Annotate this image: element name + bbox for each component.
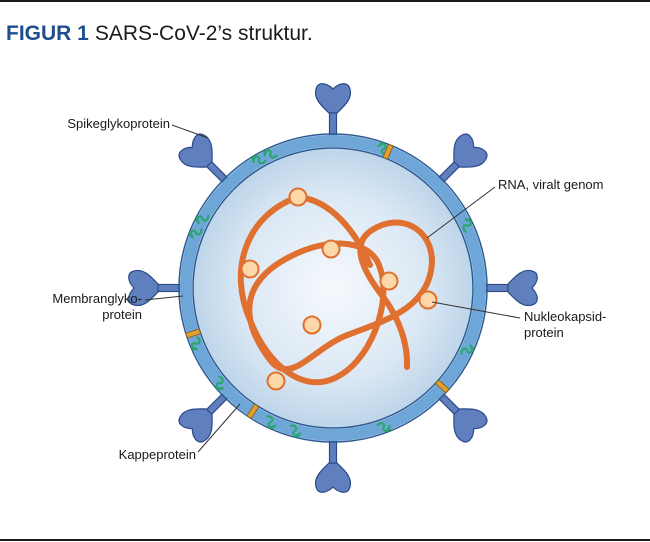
membrane-label-line2: protein: [102, 307, 142, 322]
nucleocapsid-protein: [266, 371, 286, 391]
spike-head: [314, 462, 352, 493]
envelope-protein: [435, 379, 450, 393]
m-protein-squiggle: [377, 142, 389, 156]
membrane-glycoprotein: [376, 422, 391, 433]
nucleocapsid-leader: [431, 301, 521, 319]
spike-protein: [128, 269, 189, 307]
membrane-glycoprotein: [377, 142, 389, 156]
e-protein-bar: [435, 379, 450, 393]
membrane-glycoprotein: [215, 375, 224, 391]
m-protein-squiggle: [266, 415, 277, 429]
membrane-glycoprotein: [266, 415, 277, 429]
rna-genome: [237, 194, 435, 386]
nucleocapsid-protein: [418, 290, 438, 310]
rna-label-text: RNA, viralt genom: [498, 177, 604, 192]
spike-head: [453, 408, 488, 443]
e-protein-bar: [247, 404, 259, 419]
envelope-protein: [383, 144, 394, 160]
nucleocapsid-proteins: [240, 187, 438, 391]
membrane: [180, 135, 486, 441]
viral-interior: [193, 148, 473, 428]
envelope-protein: [247, 404, 259, 419]
m-protein-squiggle: [251, 155, 267, 165]
nucleocapsid-label-line1: Nukleokapsid-: [524, 309, 607, 324]
nucleocapsid-protein: [379, 271, 399, 291]
m-protein-squiggle: [190, 336, 201, 351]
spike-label-text: Spikeglykoprotein: [67, 116, 170, 131]
figure-number: FIGUR 1: [6, 22, 89, 45]
membrane-label-line1: Membranglyko-: [52, 291, 142, 306]
spike-head: [453, 133, 488, 168]
rna-label: RNA, viralt genom: [498, 177, 603, 193]
envelope-proteins: [185, 144, 450, 419]
rna-leader: [426, 186, 496, 239]
spike-label: Spikeglykoprotein: [40, 116, 170, 132]
m-protein-squiggle: [195, 214, 210, 225]
spike-protein: [477, 269, 538, 307]
membrane-inner: [192, 147, 474, 429]
membrane-glycoprotein: [251, 155, 267, 165]
membrane-glycoprotein: [289, 424, 302, 438]
nucleocapsid-label: Nukleokapsid- protein: [524, 309, 606, 341]
spike-head: [178, 408, 213, 443]
rna-strand: [237, 194, 435, 386]
spike-head: [507, 269, 538, 307]
spike-head: [128, 269, 159, 307]
m-protein-squiggle: [376, 422, 391, 433]
envelope-leader: [197, 403, 241, 453]
m-protein-squiggle: [189, 228, 203, 239]
membrane-label: Membranglyko- protein: [30, 291, 142, 323]
nucleocapsid-protein: [288, 187, 308, 207]
m-protein-squiggle: [263, 149, 278, 159]
envelope-label-text: Kappeprotein: [118, 447, 196, 462]
spike-proteins: [128, 83, 538, 493]
envelope-protein: [185, 328, 201, 339]
spike-head: [178, 133, 213, 168]
envelope-label: Kappeprotein: [60, 447, 196, 463]
nucleocapsid-protein: [321, 239, 341, 259]
membrane-glycoprotein: [460, 344, 474, 355]
nucleocapsid-protein: [240, 259, 260, 279]
leader-lines: [144, 124, 521, 453]
e-protein-bar: [383, 144, 394, 160]
top-rule: [0, 0, 650, 2]
m-protein-squiggle: [462, 218, 472, 233]
m-protein-squiggle: [460, 344, 474, 355]
bottom-rule: [0, 539, 650, 541]
nucleocapsid-protein: [302, 315, 322, 335]
m-protein-squiggle: [215, 375, 224, 391]
membrane-glycoproteins: [189, 142, 474, 438]
m-protein-squiggle: [289, 424, 302, 438]
membrane-glycoprotein: [190, 336, 201, 351]
membrane-leader: [144, 295, 184, 301]
spike-head: [314, 83, 352, 114]
e-protein-bar: [185, 328, 201, 339]
nucleocapsid-label-line2: protein: [524, 325, 564, 340]
rna-strand-upper: [295, 194, 373, 268]
membrane-glycoprotein: [462, 218, 472, 233]
membrane-outer: [178, 133, 488, 443]
membrane-glycoprotein: [263, 149, 278, 159]
spike-leader: [171, 124, 209, 139]
membrane-glycoprotein: [195, 214, 210, 225]
figure-caption: SARS-CoV-2’s struktur.: [94, 22, 313, 45]
membrane-glycoprotein: [189, 228, 203, 239]
